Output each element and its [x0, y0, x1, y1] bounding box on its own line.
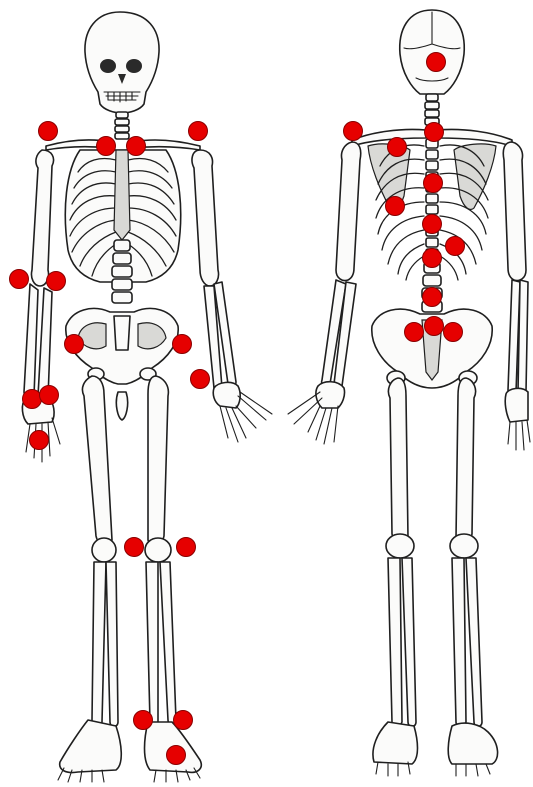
marker-anterior-left-ankle-lateral [174, 711, 193, 730]
marker-anterior-right-shoulder [39, 122, 58, 141]
marker-anterior-right-wrist-lateral [23, 390, 42, 409]
marker-posterior-left-scapula-lower [386, 197, 405, 216]
marker-anterior-right-knee-medial [125, 538, 144, 557]
anterior-skeleton [22, 12, 272, 782]
marker-posterior-right-sacroiliac [444, 323, 463, 342]
marker-anterior-right-iliac-crest [65, 335, 84, 354]
marker-posterior-right-lower-rib [446, 237, 465, 256]
anterior-lumbar-spine [112, 240, 132, 303]
anterior-right-leg [58, 376, 121, 782]
marker-posterior-lumbar-spine [423, 288, 442, 307]
posterior-cervical-spine [425, 94, 439, 125]
posterior-left-arm [288, 142, 361, 444]
posterior-skeleton [288, 10, 530, 776]
marker-posterior-thoracic-spine-upper [424, 174, 443, 193]
marker-anterior-left-greater-trochanter [191, 370, 210, 389]
marker-anterior-right-elbow-medial [47, 272, 66, 291]
marker-posterior-occiput [427, 53, 446, 72]
anterior-cervical-spine [115, 112, 129, 139]
posterior-skull [400, 10, 464, 94]
marker-anterior-left-sternoclavicular [127, 137, 146, 156]
marker-anterior-left-knee-lateral [177, 538, 196, 557]
marker-anterior-left-ankle-medial [134, 711, 153, 730]
anterior-right-arm [22, 150, 60, 462]
marker-posterior-left-scapula-upper [388, 138, 407, 157]
marker-posterior-cervical-spine [425, 123, 444, 142]
marker-posterior-thoracic-spine-lower [423, 249, 442, 268]
marker-anterior-left-shoulder [189, 122, 208, 141]
marker-posterior-left-sacroiliac [405, 323, 424, 342]
marker-anterior-right-sternoclavicular [97, 137, 116, 156]
posterior-right-arm [503, 142, 530, 450]
posterior-right-leg [448, 378, 497, 776]
posterior-left-leg [373, 378, 418, 776]
marker-anterior-right-wrist-medial [40, 386, 59, 405]
anterior-skull [85, 12, 159, 113]
marker-anterior-left-foot [167, 746, 186, 765]
marker-posterior-thoracic-spine-middle [423, 215, 442, 234]
marker-anterior-right-hand [30, 431, 49, 450]
anterior-left-arm [192, 150, 272, 442]
marker-anterior-right-elbow-lateral [10, 270, 29, 289]
marker-anterior-left-iliac-crest [173, 335, 192, 354]
marker-posterior-left-acromion [344, 122, 363, 141]
marker-posterior-sacrum [425, 317, 444, 336]
